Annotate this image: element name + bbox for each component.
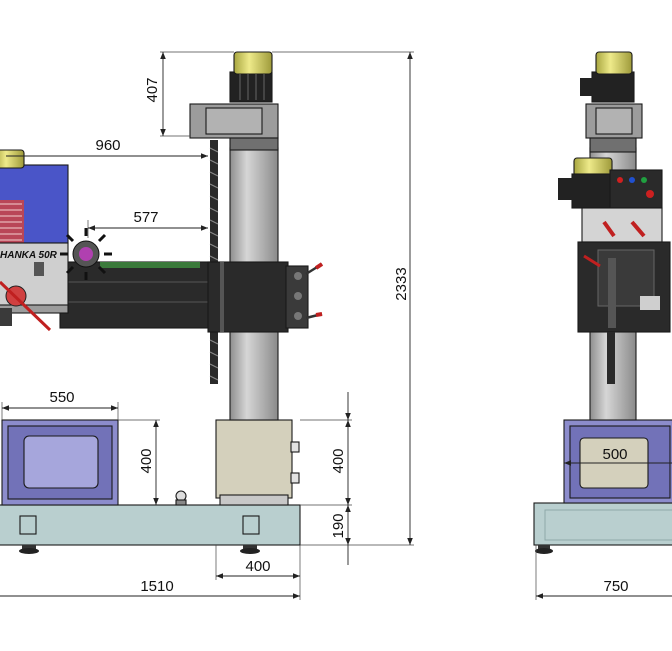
dim-base-length: 1510 xyxy=(140,578,173,595)
dim-table-height: 400 xyxy=(138,448,155,473)
dimension-lines xyxy=(0,51,672,600)
spindle-lever-icon xyxy=(0,262,52,332)
coolant-valve-icon xyxy=(175,490,187,506)
radial-arm xyxy=(59,261,211,329)
dim-base-height: 190 xyxy=(330,513,347,538)
front-screw xyxy=(607,332,615,384)
work-table xyxy=(1,419,119,506)
top-motor-icon xyxy=(229,51,273,103)
head-brand-label: HANKA 50R xyxy=(0,250,58,261)
dim-arm-travel: 577 xyxy=(133,209,158,226)
arm-sleeve xyxy=(207,261,309,333)
dim-front-table-width: 500 xyxy=(602,446,627,463)
front-base xyxy=(533,502,672,554)
clamp-lever-icon xyxy=(305,262,324,320)
side-view: HANKA 50R xyxy=(0,51,324,554)
front-drill-head xyxy=(558,157,671,333)
dim-motor-height: 407 xyxy=(144,77,161,102)
front-view xyxy=(533,51,672,554)
dim-column-base-height: 400 xyxy=(330,448,347,473)
drill-head xyxy=(0,164,69,314)
front-top-housing xyxy=(585,103,643,153)
dim-total-height: 2333 xyxy=(393,267,410,300)
dim-column-base-width: 400 xyxy=(245,558,270,575)
feed-handwheel-icon xyxy=(60,228,112,280)
dim-arm-reach: 960 xyxy=(95,137,120,154)
dim-front-base-width: 750 xyxy=(603,578,628,595)
dim-table-width: 550 xyxy=(49,389,74,406)
column-top-housing xyxy=(189,103,279,151)
machine-base xyxy=(0,504,301,554)
head-motor-icon xyxy=(0,149,25,169)
column-base xyxy=(215,419,300,506)
front-top-motor-icon xyxy=(580,51,635,103)
